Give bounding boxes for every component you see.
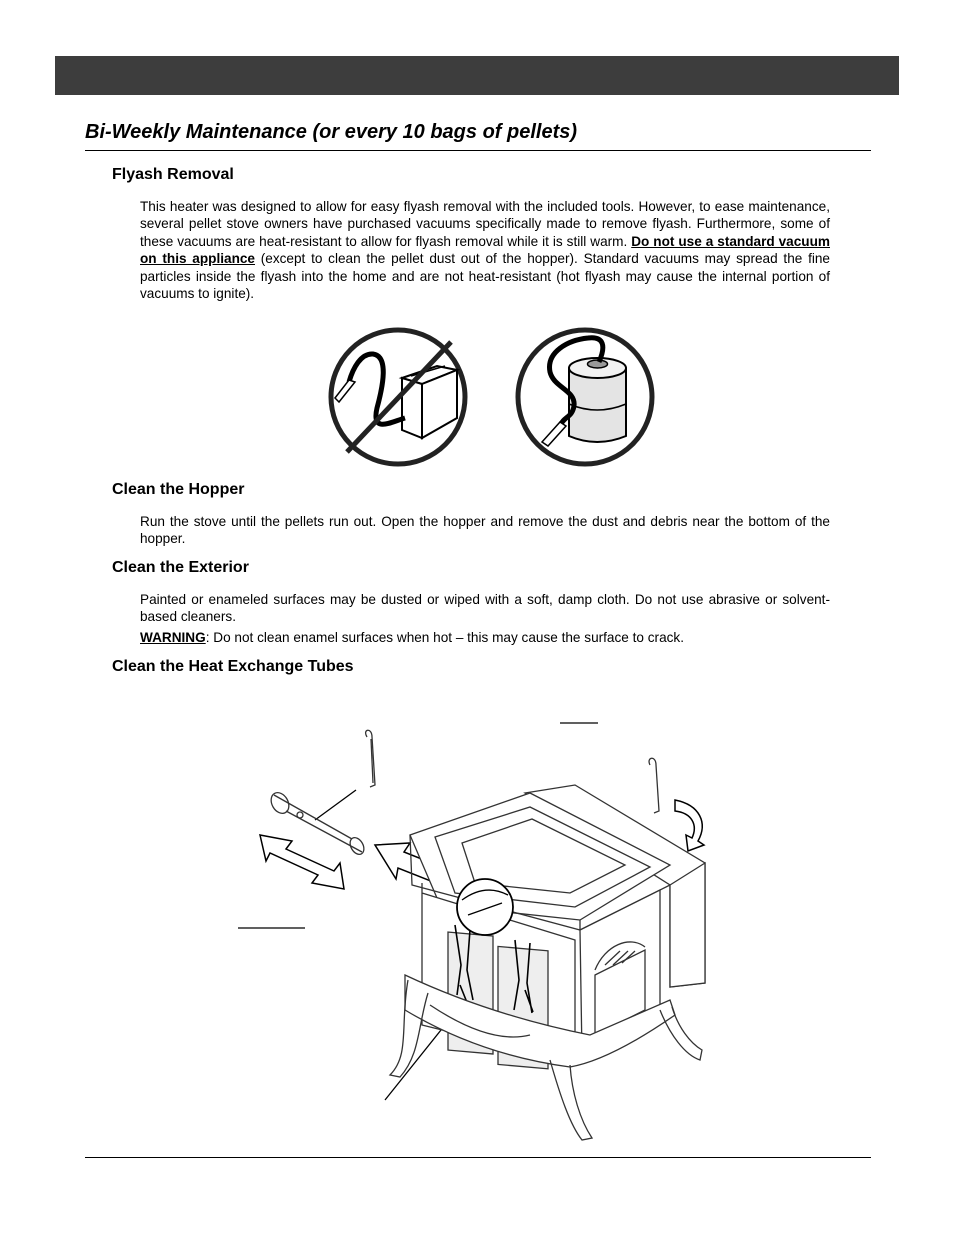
exterior-paragraph: Painted or enameled surfaces may be dust… xyxy=(140,592,830,625)
scraper-tool-right xyxy=(648,757,660,814)
flyash-heading: Flyash Removal xyxy=(112,166,234,183)
exterior-warning-text: : Do not clean enamel surfaces when hot … xyxy=(205,630,684,645)
exterior-heading: Clean the Exterior xyxy=(112,559,249,576)
hopper-heading: Clean the Hopper xyxy=(112,481,245,498)
no-standard-vacuum-icon xyxy=(328,327,468,467)
flyash-text-after: (except to clean the pellet dust out of … xyxy=(140,251,830,302)
section-title: Bi-Weekly Maintenance (or every 10 bags … xyxy=(85,121,578,143)
cleaning-rod-tool xyxy=(270,792,365,856)
footer-rule xyxy=(85,1157,871,1158)
heat-exchange-heading: Clean the Heat Exchange Tubes xyxy=(112,658,354,675)
flyash-warning: Do not use a standard vacuum on this app… xyxy=(140,233,830,267)
exterior-warning-label: WARNING xyxy=(140,630,206,645)
rotate-arrow-icon xyxy=(674,799,706,853)
flyash-paragraph: This heater was designed to allow for ea… xyxy=(140,198,830,302)
double-arrow-icon xyxy=(259,834,345,890)
scraper-tool-left xyxy=(365,729,376,788)
exterior-warning: WARNING: Do not clean enamel surfaces wh… xyxy=(140,629,830,646)
stove-illustration xyxy=(238,722,706,1141)
flyash-text-before: This heater was designed to allow for ea… xyxy=(140,199,830,249)
title-rule xyxy=(85,150,871,151)
ash-vacuum-icon xyxy=(515,327,655,467)
header-bar xyxy=(55,56,899,95)
hopper-paragraph: Run the stove until the pellets run out.… xyxy=(140,514,830,547)
